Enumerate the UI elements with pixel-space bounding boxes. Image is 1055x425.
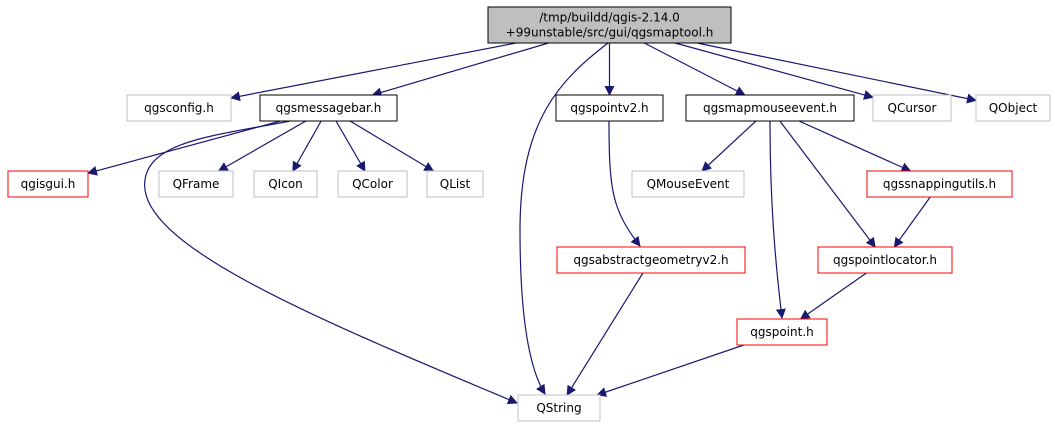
edge-qgsmapmouseevent-to-qgspoint [769, 120, 786, 319]
node-box [7, 170, 89, 198]
node-box [126, 94, 232, 122]
node-label: QCursor [888, 101, 937, 115]
edge-qgsmessagebar-to-qlist [349, 120, 435, 172]
node-box [631, 170, 745, 198]
node-label: qgsabstractgeometryv2.h [573, 253, 728, 267]
node-qgspointv2[interactable]: qgspointv2.h [555, 94, 664, 122]
node-box [253, 170, 318, 198]
node-box [517, 394, 601, 422]
node-qgssnappingutils[interactable]: qgssnappingutils.h [866, 170, 1013, 198]
node-label: +99unstable/src/gui/qgsmaptool.h [506, 26, 714, 40]
node-qobject: QObject [975, 94, 1051, 122]
node-qgsconfig: qgsconfig.h [126, 94, 232, 122]
edge-root-to-qobject [696, 42, 977, 104]
node-box [426, 170, 484, 198]
node-label: QObject [989, 101, 1038, 115]
edge-qgspointv2-to-qgsabstractgeometryv2 [608, 120, 641, 247]
edge-root-to-qcursor [674, 42, 874, 100]
node-label: qgspointv2.h [570, 101, 648, 115]
edge-qgspointlocator-to-qgspoint [799, 272, 867, 320]
node-box [866, 170, 1013, 198]
edge-root-to-qgsmessagebar [371, 42, 549, 98]
node-qlist: QList [426, 170, 484, 198]
edge-root-to-qgsconfig [230, 42, 517, 102]
node-label: qgsconfig.h [144, 101, 214, 115]
node-qstring: QString [517, 394, 601, 422]
file-nodes: /tmp/buildd/qgis-2.14.0+99unstable/src/g… [7, 6, 1051, 422]
node-qmouseevent: QMouseEvent [631, 170, 745, 198]
edge-root-to-qgsmapmouseevent [644, 42, 746, 96]
edge-qgsmapmouseevent-to-qmouseevent [701, 120, 757, 172]
node-label: QFrame [173, 177, 220, 191]
edge-qgsmessagebar-to-qgisgui [87, 120, 281, 176]
node-qgisgui[interactable]: qgisgui.h [7, 170, 89, 198]
edge-qgsmessagebar-to-qicon [292, 120, 322, 172]
node-qicon: QIcon [253, 170, 318, 198]
edge-qgsmessagebar-to-qstring [144, 120, 518, 405]
node-box [555, 94, 664, 122]
node-qcursor: QCursor [872, 94, 952, 122]
node-box [872, 94, 952, 122]
node-label: QString [536, 401, 581, 415]
edge-root-to-qstring [519, 42, 609, 395]
node-label: /tmp/buildd/qgis-2.14.0 [539, 11, 680, 25]
node-box [685, 94, 855, 122]
node-box [158, 170, 234, 198]
node-box [556, 246, 746, 274]
node-box [259, 94, 398, 122]
node-qgsmapmouseevent[interactable]: qgsmapmouseevent.h [685, 94, 855, 122]
node-box [337, 170, 408, 198]
node-label: qgspointlocator.h [833, 253, 937, 267]
node-box [817, 246, 953, 274]
node-box [487, 6, 732, 44]
edge-qgsabstractgeometryv2-to-qstring [566, 272, 644, 396]
node-box [736, 318, 828, 346]
include-edges [87, 42, 977, 405]
edge-qgsmessagebar-to-qcolor [335, 120, 366, 172]
node-box [975, 94, 1051, 122]
node-label: QMouseEvent [647, 177, 730, 191]
node-label: qgsmapmouseevent.h [703, 101, 837, 115]
node-label: qgssnappingutils.h [883, 177, 996, 191]
edge-qgsmessagebar-to-qframe [217, 120, 307, 172]
edge-qgspoint-to-qstring [596, 344, 745, 397]
node-label: QIcon [268, 177, 303, 191]
edge-qgsmapmouseevent-to-qgssnappingutils [798, 120, 912, 172]
edge-qgsmapmouseevent-to-qgspointlocator [779, 120, 876, 248]
node-qgspointlocator[interactable]: qgspointlocator.h [817, 246, 953, 274]
node-qcolor: QColor [337, 170, 408, 198]
node-label: qgspoint.h [750, 325, 814, 339]
node-label: qgisgui.h [21, 177, 76, 191]
node-label: QColor [352, 177, 393, 191]
node-label: QList [440, 177, 471, 191]
node-root[interactable]: /tmp/buildd/qgis-2.14.0+99unstable/src/g… [487, 6, 732, 44]
edge-qgssnappingutils-to-qgspointlocator [893, 196, 931, 248]
node-qgsabstractgeometryv2[interactable]: qgsabstractgeometryv2.h [556, 246, 746, 274]
node-qframe: QFrame [158, 170, 234, 198]
node-qgspoint[interactable]: qgspoint.h [736, 318, 828, 346]
node-label: qgsmessagebar.h [276, 101, 382, 115]
node-qgsmessagebar[interactable]: qgsmessagebar.h [259, 94, 398, 122]
